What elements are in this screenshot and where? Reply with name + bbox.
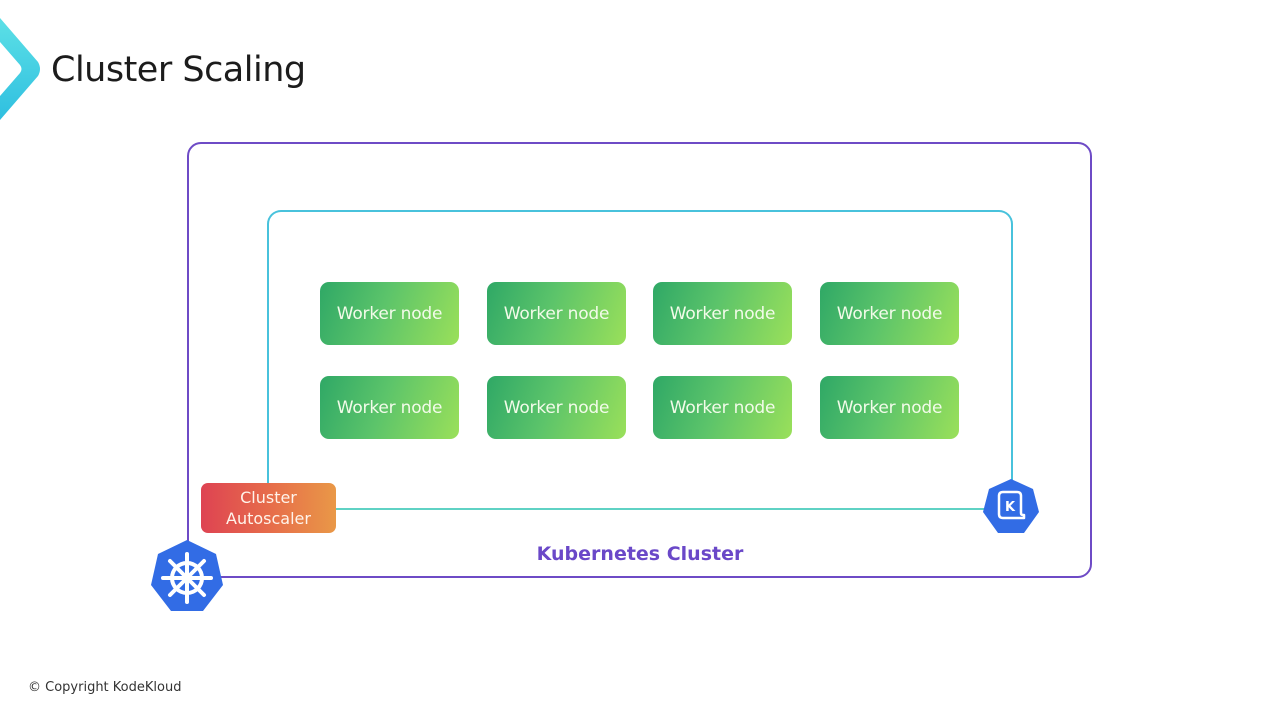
kubernetes-cluster-box (187, 142, 1092, 578)
copyright-text: © Copyright KodeKloud (28, 680, 182, 695)
autoscaler-label-line1: Cluster (240, 488, 297, 507)
worker-node: Worker node (320, 376, 459, 439)
worker-node: Worker node (820, 376, 959, 439)
page-title: Cluster Scaling (51, 50, 306, 90)
kops-icon: K (983, 479, 1039, 533)
kubernetes-helm-icon (151, 540, 223, 611)
worker-node: Worker node (487, 376, 626, 439)
worker-node: Worker node (320, 282, 459, 345)
worker-node: Worker node (653, 282, 792, 345)
worker-node: Worker node (820, 282, 959, 345)
cluster-autoscaler-box: Cluster Autoscaler (201, 483, 336, 533)
cluster-label: Kubernetes Cluster (536, 543, 744, 565)
worker-node: Worker node (487, 282, 626, 345)
kops-letter: K (1005, 500, 1016, 515)
worker-node: Worker node (653, 376, 792, 439)
autoscaler-label-line2: Autoscaler (226, 509, 311, 528)
chevron-logo-icon (0, 18, 40, 120)
node-group-box (267, 210, 1013, 510)
